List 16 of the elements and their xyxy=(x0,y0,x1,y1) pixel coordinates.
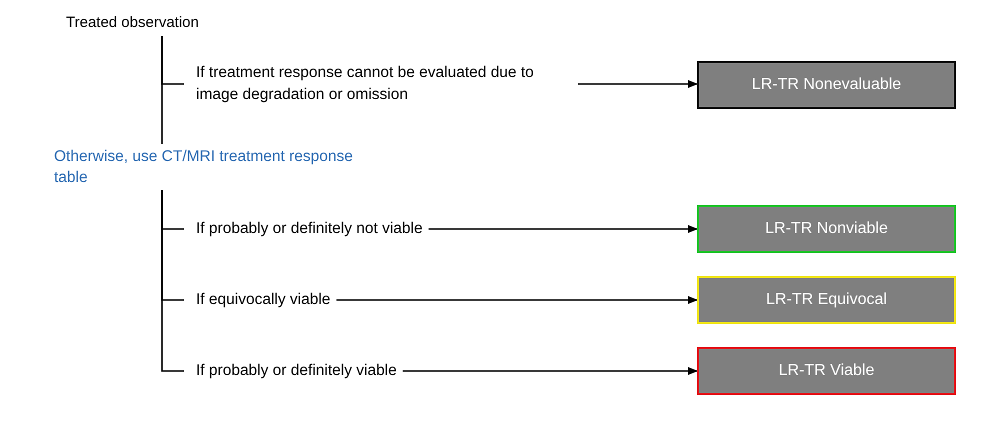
condition-text: If equivocally viable xyxy=(184,289,334,311)
category-box: LR-TR Nonviable xyxy=(697,205,956,253)
heading-text: Treated observation xyxy=(62,12,203,34)
arrow xyxy=(428,225,698,233)
condition-text: If probably or definitely viable xyxy=(184,360,401,382)
category-box: LR-TR Viable xyxy=(697,347,956,395)
condition-text: If treatment response cannot be evaluated due to image degradation or omission xyxy=(184,62,576,106)
category-box: LR-TR Equivocal xyxy=(697,276,956,324)
arrow xyxy=(336,296,698,304)
arrow xyxy=(578,80,698,88)
category-box: LR-TR Nonevaluable xyxy=(697,61,956,109)
arrow xyxy=(402,367,698,375)
connector-line xyxy=(161,190,184,372)
instruction-text: Otherwise, use CT/MRI treatment response table xyxy=(50,146,360,188)
connector-line xyxy=(161,36,163,144)
condition-text: If probably or definitely not viable xyxy=(184,218,427,240)
